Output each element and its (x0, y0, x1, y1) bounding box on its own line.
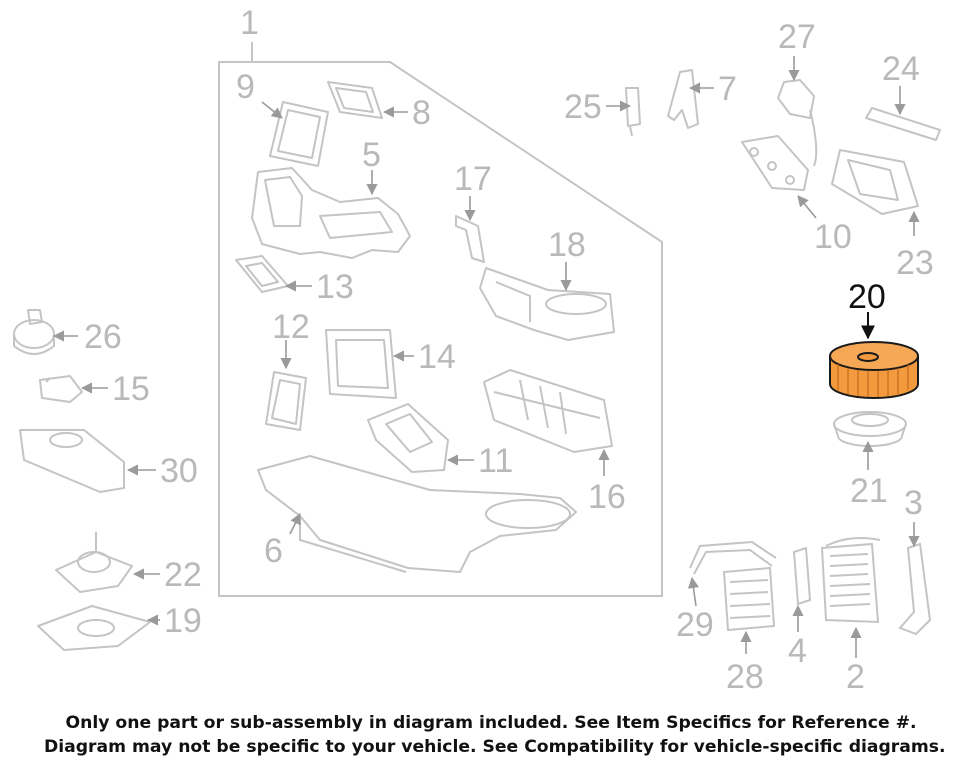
callout-22: 22 (164, 556, 202, 594)
part-28-heater-core (722, 566, 776, 632)
part-6-lower-case (257, 455, 577, 573)
callout-13: 13 (316, 268, 354, 306)
callout-11: 11 (478, 442, 514, 480)
part-16-case (483, 369, 613, 453)
part-26-actuator (13, 309, 55, 355)
part-14-housing (325, 329, 397, 399)
callout-2: 2 (846, 658, 865, 696)
part-3-pipe (898, 542, 932, 636)
part-2-evaporator (820, 537, 881, 624)
callout-8: 8 (412, 94, 431, 132)
callout-30: 30 (160, 452, 198, 490)
part-27-actuator (777, 79, 818, 167)
part-18-duct (479, 267, 615, 341)
callout-10: 10 (814, 218, 852, 256)
part-30-module (19, 429, 125, 493)
callout-27: 27 (778, 18, 816, 56)
part-8-seal (327, 81, 383, 119)
callout-19: 19 (164, 602, 202, 640)
callout-5: 5 (362, 136, 381, 174)
callout-6: 6 (264, 532, 283, 570)
callout-25: 25 (564, 88, 602, 126)
part-29-pipes (689, 540, 777, 575)
callout-29: 29 (676, 606, 714, 644)
part-23-filter-housing (831, 149, 919, 215)
part-19-plate (37, 605, 151, 651)
callout-16: 16 (588, 478, 626, 516)
callout-24: 24 (882, 50, 920, 88)
callout-28: 28 (726, 658, 764, 696)
callout-1: 1 (240, 4, 259, 42)
part-7-bracket (667, 69, 699, 129)
part-21-seal (833, 411, 907, 447)
disclaimer-line-1: Only one part or sub-assembly in diagram… (65, 713, 917, 733)
callout-3: 3 (904, 484, 923, 522)
assembly-outline (218, 61, 663, 597)
callout-26: 26 (84, 318, 122, 356)
part-5-upper-case (251, 167, 411, 259)
part-22-motor (55, 532, 133, 593)
callout-9: 9 (236, 68, 255, 106)
part-24-trim (865, 107, 941, 141)
callout-7: 7 (718, 70, 737, 108)
part-20-blower-wheel (829, 341, 919, 399)
callout-23: 23 (896, 244, 934, 282)
callout-20: 20 (848, 278, 886, 316)
callout-14: 14 (418, 338, 456, 376)
part-10-gasket (741, 135, 809, 191)
part-17-seal-strip (455, 215, 485, 263)
callout-21: 21 (850, 472, 888, 510)
callout-4: 4 (788, 632, 807, 670)
part-12-door (265, 371, 307, 431)
part-4-seal (792, 546, 812, 606)
part-25-valve (625, 87, 641, 137)
disclaimer-banner: Only one part or sub-assembly in diagram… (44, 706, 946, 764)
part-11-bracket (367, 403, 449, 473)
disclaimer-line-2: Diagram may not be specific to your vehi… (44, 737, 946, 757)
callout-18: 18 (548, 226, 586, 264)
callout-17: 17 (454, 160, 492, 198)
callout-12: 12 (272, 308, 310, 346)
parts-diagram (13, 42, 941, 658)
part-13-gasket (235, 255, 289, 293)
callout-15: 15 (112, 370, 150, 408)
part-15-sensor (39, 375, 83, 403)
part-9-filter (269, 101, 329, 167)
